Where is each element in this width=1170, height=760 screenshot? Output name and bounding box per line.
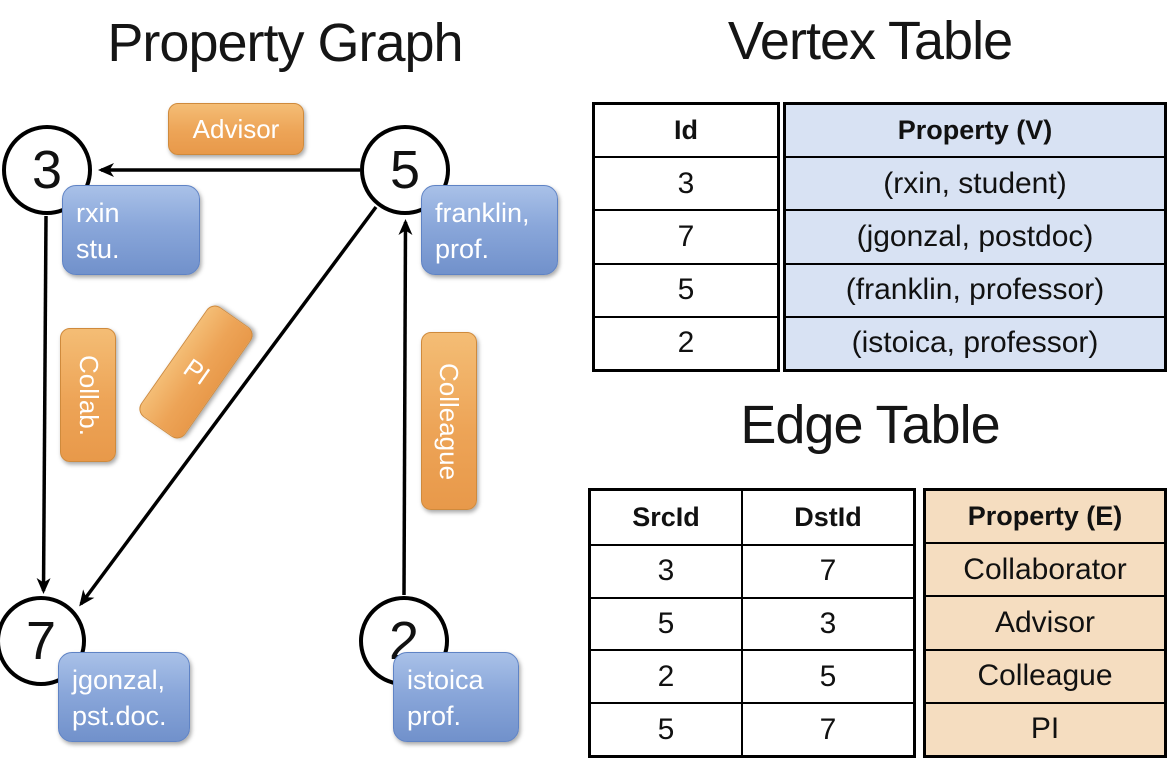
table-cell: 3 xyxy=(741,596,913,650)
edge-label-text: Colleague xyxy=(434,362,465,480)
vertex-property-line: prof. xyxy=(407,701,462,731)
table-cell: (jgonzal, postdoc) xyxy=(786,209,1164,262)
edge-table-property-column: Property (E) Collaborator Advisor Collea… xyxy=(923,488,1167,758)
edge-pi-5-7 xyxy=(79,205,378,607)
table-cell: 2 xyxy=(591,649,741,702)
node-5: 5 xyxy=(360,125,450,215)
node-5-id: 5 xyxy=(389,140,421,200)
table-cell: Advisor xyxy=(926,595,1164,648)
edge-label-collab: Collab. xyxy=(60,328,116,462)
edge-table-header-dstid: DstId xyxy=(741,491,913,544)
vertex-property-line: rxin xyxy=(76,198,120,228)
vertex-table-title: Vertex Table xyxy=(727,11,1013,71)
vertex-property-line: pst.doc. xyxy=(72,701,167,731)
table-cell: 5 xyxy=(591,596,741,650)
table-cell: 5 xyxy=(591,702,741,755)
vertex-property-line: jgonzal, xyxy=(72,665,166,695)
edge-label-text: Advisor xyxy=(192,113,280,144)
edge-table-header-property: Property (E) xyxy=(967,501,1123,532)
edge-label-advisor: Advisor xyxy=(168,103,304,155)
vertex-property-line: franklin, xyxy=(435,198,530,228)
node-7-id: 7 xyxy=(25,611,57,671)
table-cell: (franklin, professor) xyxy=(786,262,1164,316)
table-cell: Colleague xyxy=(926,648,1164,702)
table-cell: 3 xyxy=(591,543,741,597)
vertex-property-box-2: istoica prof. xyxy=(393,652,519,742)
vertex-table-header-property: Property (V) xyxy=(897,115,1053,146)
table-cell: 7 xyxy=(741,702,913,755)
edge-table-id-columns: SrcId DstId 3 7 5 3 2 5 5 7 xyxy=(588,488,916,758)
table-cell: (rxin, student) xyxy=(786,156,1164,209)
vertex-property-box-5: franklin, prof. xyxy=(421,185,558,275)
table-cell: PI xyxy=(926,701,1164,755)
table-cell: 7 xyxy=(741,543,913,597)
vertex-property-line: stu. xyxy=(76,234,120,264)
edge-table: SrcId DstId 3 7 5 3 2 5 5 7 Property (E)… xyxy=(588,488,1167,758)
edge-collab-3-7 xyxy=(36,215,51,594)
vertex-property-line: istoica xyxy=(407,665,484,695)
table-cell: 3 xyxy=(595,156,777,209)
edge-label-colleague: Colleague xyxy=(421,332,477,510)
edge-label-text: PI xyxy=(177,352,215,391)
graph-edges-layer xyxy=(36,163,413,607)
edge-table-header-srcid: SrcId xyxy=(632,501,700,532)
vertex-table-id-column: Id 3 7 5 2 xyxy=(592,102,780,372)
edge-table-title: Edge Table xyxy=(740,395,1000,455)
table-cell: 5 xyxy=(741,649,913,703)
vertex-table: Id 3 7 5 2 Property (V) (rxin, student) … xyxy=(592,102,1167,372)
vertex-property-box-7: jgonzal, pst.doc. xyxy=(58,652,190,742)
table-cell: Collaborator xyxy=(926,542,1164,595)
vertex-property-line: prof. xyxy=(435,234,490,264)
vertex-property-box-3: rxin stu. xyxy=(62,185,200,275)
table-cell: (istoica, professor) xyxy=(786,315,1164,369)
vertex-table-property-column: Property (V) (rxin, student) (jgonzal, p… xyxy=(783,102,1167,372)
edge-colleague-2-5 xyxy=(398,219,413,596)
table-cell: 5 xyxy=(595,262,777,316)
table-cell: 7 xyxy=(595,209,777,262)
edge-label-text: Collab. xyxy=(73,354,104,436)
vertex-table-header-id: Id xyxy=(674,115,698,146)
table-cell: 2 xyxy=(595,315,777,369)
node-3-id: 3 xyxy=(31,140,63,200)
property-graph-title: Property Graph xyxy=(107,13,463,73)
